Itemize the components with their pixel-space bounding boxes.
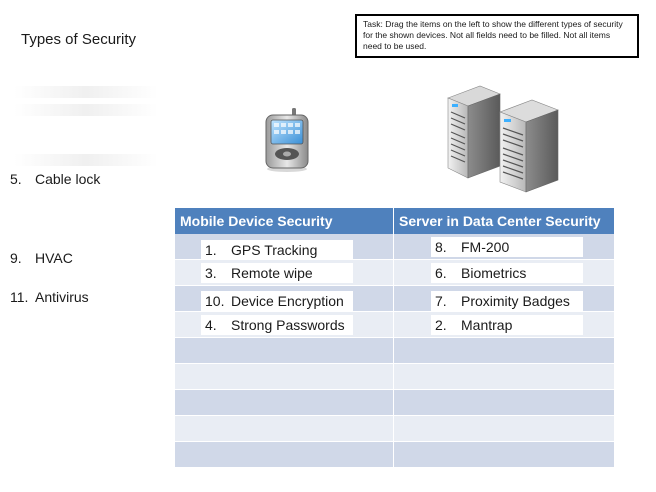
drop-cell-server[interactable] — [394, 416, 614, 441]
placed-item-biometrics[interactable]: 6. Biometrics — [431, 263, 583, 283]
table-header: Mobile Device Security Server in Data Ce… — [175, 208, 614, 234]
draggable-item-hvac[interactable]: 9. HVAC — [10, 250, 73, 266]
drop-cell-mobile[interactable] — [175, 364, 394, 389]
item-label: GPS Tracking — [231, 242, 318, 258]
drop-cell-mobile[interactable] — [175, 312, 394, 337]
placed-item-fm-200[interactable]: 8. FM-200 — [431, 237, 583, 257]
item-number: 1. — [205, 242, 217, 258]
table-row — [175, 442, 614, 468]
drop-cell-server[interactable] — [394, 338, 614, 363]
drop-cell-mobile[interactable] — [175, 286, 394, 311]
drop-cell-server[interactable] — [394, 364, 614, 389]
placed-item-remote-wipe[interactable]: 3. Remote wipe — [201, 263, 353, 283]
item-number: 9. — [10, 250, 22, 266]
placed-item-proximity-badges[interactable]: 7. Proximity Badges — [431, 291, 583, 311]
table-row — [175, 390, 614, 416]
drop-cell-mobile[interactable] — [175, 234, 394, 259]
mobile-phone-icon — [262, 108, 312, 179]
header-mobile-device-security: Mobile Device Security — [175, 208, 394, 234]
server-rack-icon — [440, 84, 572, 199]
item-label: Antivirus — [35, 289, 89, 305]
item-label: Mantrap — [461, 317, 513, 333]
drop-cell-mobile[interactable] — [175, 338, 394, 363]
table-row — [175, 416, 614, 442]
draggable-item-antivirus[interactable]: 11. Antivirus — [10, 289, 89, 305]
task-instructions: Task: Drag the items on the left to show… — [355, 14, 639, 58]
ghost-drag-slot — [14, 104, 158, 116]
drop-cell-mobile[interactable] — [175, 416, 394, 441]
item-number: 5. — [10, 171, 22, 187]
table-row — [175, 364, 614, 390]
item-number: 7. — [435, 293, 447, 309]
ghost-drag-slot — [14, 154, 158, 166]
item-number: 11. — [10, 289, 29, 305]
item-label: Device Encryption — [231, 293, 344, 309]
item-label: Biometrics — [461, 265, 527, 281]
ghost-drag-slot — [14, 86, 158, 98]
header-server-security: Server in Data Center Security — [399, 213, 601, 229]
drop-cell-server[interactable] — [394, 442, 614, 467]
drop-cell-mobile[interactable] — [175, 260, 394, 285]
item-label: Proximity Badges — [461, 293, 570, 309]
drop-cell-server[interactable] — [394, 390, 614, 415]
item-label: Strong Passwords — [231, 317, 345, 333]
draggable-item-cable-lock[interactable]: 5. Cable lock — [10, 171, 100, 187]
placed-item-mantrap[interactable]: 2. Mantrap — [431, 315, 583, 335]
placed-item-device-encryption[interactable]: 10. Device Encryption — [201, 291, 353, 311]
item-label: FM-200 — [461, 239, 510, 255]
item-number: 2. — [435, 317, 447, 333]
placed-item-strong-passwords[interactable]: 4. Strong Passwords — [201, 315, 353, 335]
item-label: Remote wipe — [231, 265, 313, 281]
item-number: 3. — [205, 265, 217, 281]
page-title: Types of Security — [21, 31, 137, 48]
drop-cell-mobile[interactable] — [175, 442, 394, 467]
item-number: 6. — [435, 265, 447, 281]
item-label: HVAC — [35, 250, 73, 266]
item-number: 8. — [435, 239, 447, 255]
placed-item-gps-tracking[interactable]: 1. GPS Tracking — [201, 240, 353, 260]
item-label: Cable lock — [35, 171, 101, 187]
item-number: 4. — [205, 317, 217, 333]
table-row — [175, 338, 614, 364]
drop-cell-mobile[interactable] — [175, 390, 394, 415]
item-number: 10. — [205, 293, 225, 309]
